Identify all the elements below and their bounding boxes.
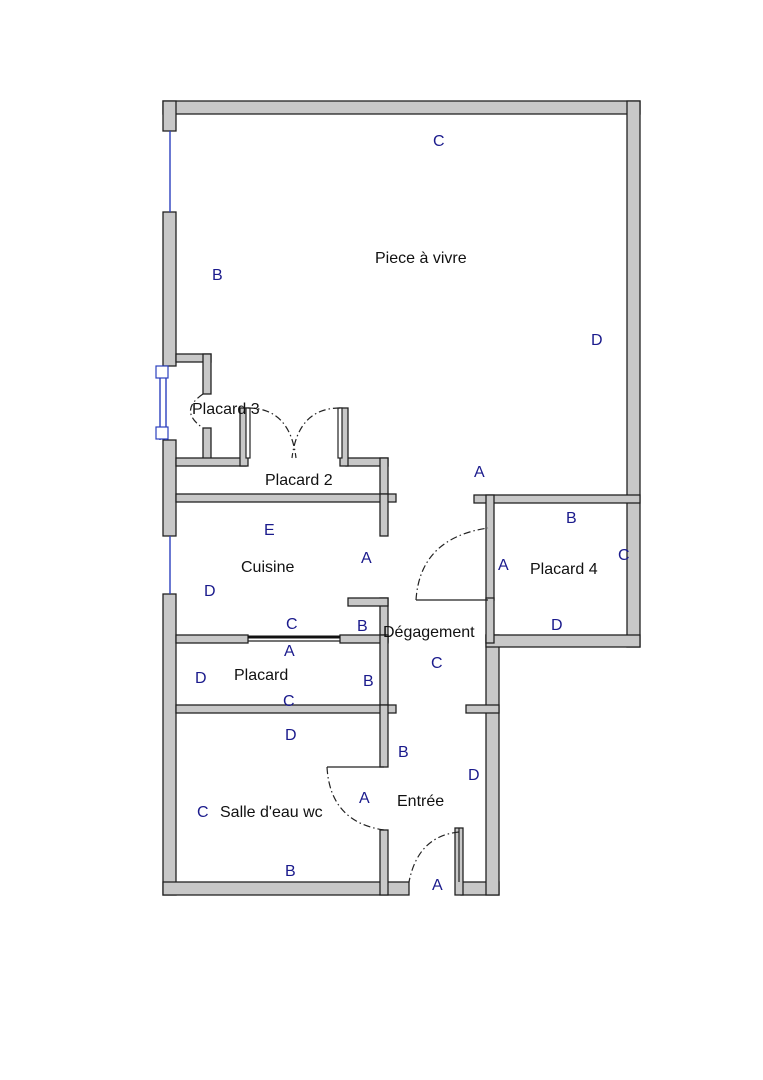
wall-letter-placard-d: D	[195, 670, 207, 687]
wall-letter-sde-a: A	[359, 790, 370, 807]
wall-letter-entree-a: A	[432, 877, 443, 894]
wall-letter-cuisine-a: A	[361, 550, 372, 567]
wall-letter-placard4-d: D	[551, 617, 563, 634]
window-handle-top	[155, 365, 169, 379]
wall-exterior-left-4	[162, 593, 177, 896]
wall-exterior-top	[162, 100, 641, 115]
room-labels: Piece à vivre Placard 3 Placard 2 Cuisin…	[192, 250, 598, 821]
walls	[162, 100, 641, 896]
wall-placard4-top	[473, 494, 641, 504]
wall-letter-placard-b: B	[363, 673, 374, 690]
room-label-degagement: Dégagement	[383, 624, 475, 641]
room-label-placard-4: Placard 4	[530, 561, 598, 578]
wall-letter-placard4-a: A	[498, 557, 509, 574]
wall-letters: C B D A E A D C B B A C D A D B C C D C …	[195, 133, 630, 894]
room-label-cuisine: Cuisine	[241, 559, 294, 576]
wall-exterior-left-2	[162, 211, 177, 367]
wall-letter-piece-a: A	[474, 464, 485, 481]
wall-placard4-left-upper	[485, 494, 495, 601]
wall-letter-placard4-b: B	[566, 510, 577, 527]
room-label-entree: Entrée	[397, 793, 444, 810]
wall-letter-piece-d: D	[591, 332, 603, 349]
wall-letter-sde-b: B	[285, 863, 296, 880]
wall-letter-cuisine-c: C	[286, 616, 298, 633]
door-swing-placard2-right	[291, 407, 341, 459]
room-label-piece-a-vivre: Piece à vivre	[375, 250, 467, 267]
door-swing-entry	[408, 831, 460, 883]
door-swing-sde	[326, 766, 385, 831]
wall-placard3-right-upper	[202, 353, 212, 395]
wall-placard2-top-left	[175, 457, 247, 467]
wall-letter-cuisine-b: B	[357, 618, 368, 635]
wall-placard-bottom	[175, 704, 397, 714]
doors	[189, 393, 489, 883]
wall-letter-piece-b: B	[212, 267, 223, 284]
wall-letter-entree-b: B	[398, 744, 409, 761]
wall-letter-sde-d: D	[285, 727, 297, 744]
windows	[155, 131, 171, 594]
room-label-placard: Placard	[234, 667, 288, 684]
door-swing-placard3	[189, 393, 204, 429]
wall-cuisine-stub	[347, 597, 389, 607]
wall-cuisine-bottom-left	[175, 634, 249, 644]
wall-sde-right-lower	[379, 829, 389, 896]
wall-degagement-stub	[465, 704, 500, 714]
wall-cuisine-right-upper	[379, 493, 389, 537]
room-label-placard-3: Placard 3	[192, 401, 260, 418]
wall-exterior-bottom-left	[162, 881, 410, 896]
wall-sde-right-upper	[379, 704, 389, 768]
wall-letter-degagement-c: C	[431, 655, 443, 672]
wall-letter-placard-a: A	[284, 643, 295, 660]
wall-placard-right	[379, 634, 389, 714]
room-label-placard-2: Placard 2	[265, 472, 333, 489]
wall-placard2-bottom	[175, 493, 397, 503]
wall-placard4-left-lower	[485, 597, 495, 644]
wall-letter-placard-c: C	[283, 693, 295, 710]
wall-letter-placard4-c: C	[618, 547, 630, 564]
door-swing-placard4	[415, 527, 489, 601]
wall-step	[485, 634, 641, 648]
room-label-salle-deau: Salle d'eau wc	[220, 804, 323, 821]
window-handle-bottom	[155, 426, 169, 440]
wall-letter-entree-d: D	[468, 767, 480, 784]
wall-exterior-left-3	[162, 439, 177, 537]
door-leaf-placard2-right	[337, 407, 343, 459]
wall-exterior-left-1	[162, 100, 177, 132]
wall-exterior-right-upper	[626, 100, 641, 648]
wall-exterior-right-lower	[485, 634, 500, 896]
wall-letter-cuisine-e: E	[264, 522, 275, 539]
wall-letter-sde-c: C	[197, 804, 209, 821]
wall-letter-piece-c: C	[433, 133, 445, 150]
wall-letter-cuisine-d: D	[204, 583, 216, 600]
